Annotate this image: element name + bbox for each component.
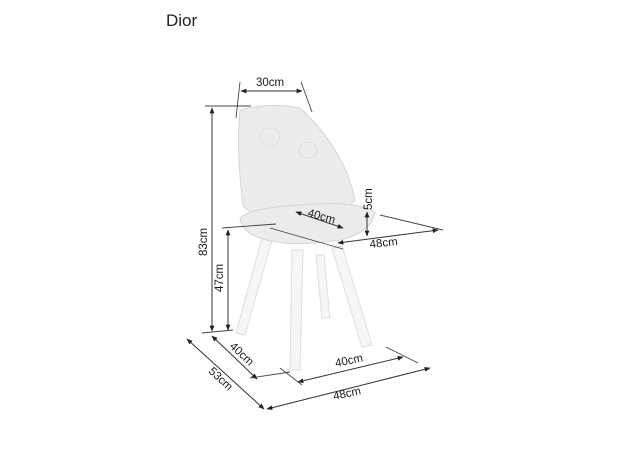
chair-legs [235, 237, 373, 371]
leg-back [315, 254, 331, 319]
chair-button-1 [259, 127, 281, 147]
product-title: Dior [166, 11, 198, 30]
dim-seat-height: 47cm [214, 223, 277, 331]
label-backrest-width: 30cm [256, 77, 284, 89]
label-total-width: 48cm [332, 385, 362, 403]
chair-seat [239, 203, 376, 245]
dim-backrest-width: 30cm [235, 77, 313, 119]
dim-total-width: 48cm [266, 366, 431, 411]
leg-front-left [235, 237, 273, 336]
dim-seat-width: 48cm [269, 214, 444, 251]
chair-button-2 [298, 141, 318, 159]
chair-shell [238, 104, 376, 245]
label-base-width: 40cm [334, 352, 364, 370]
chair-backrest [238, 104, 356, 221]
label-seat-height: 47cm [214, 264, 226, 292]
label-seat-thickness: 5cm [363, 188, 375, 210]
dim-total-height: 83cm [198, 105, 251, 334]
label-seat-width: 48cm [369, 236, 398, 251]
leg-front-right [331, 245, 373, 348]
leg-front-center [289, 249, 304, 371]
label-total-height: 83cm [198, 228, 210, 256]
